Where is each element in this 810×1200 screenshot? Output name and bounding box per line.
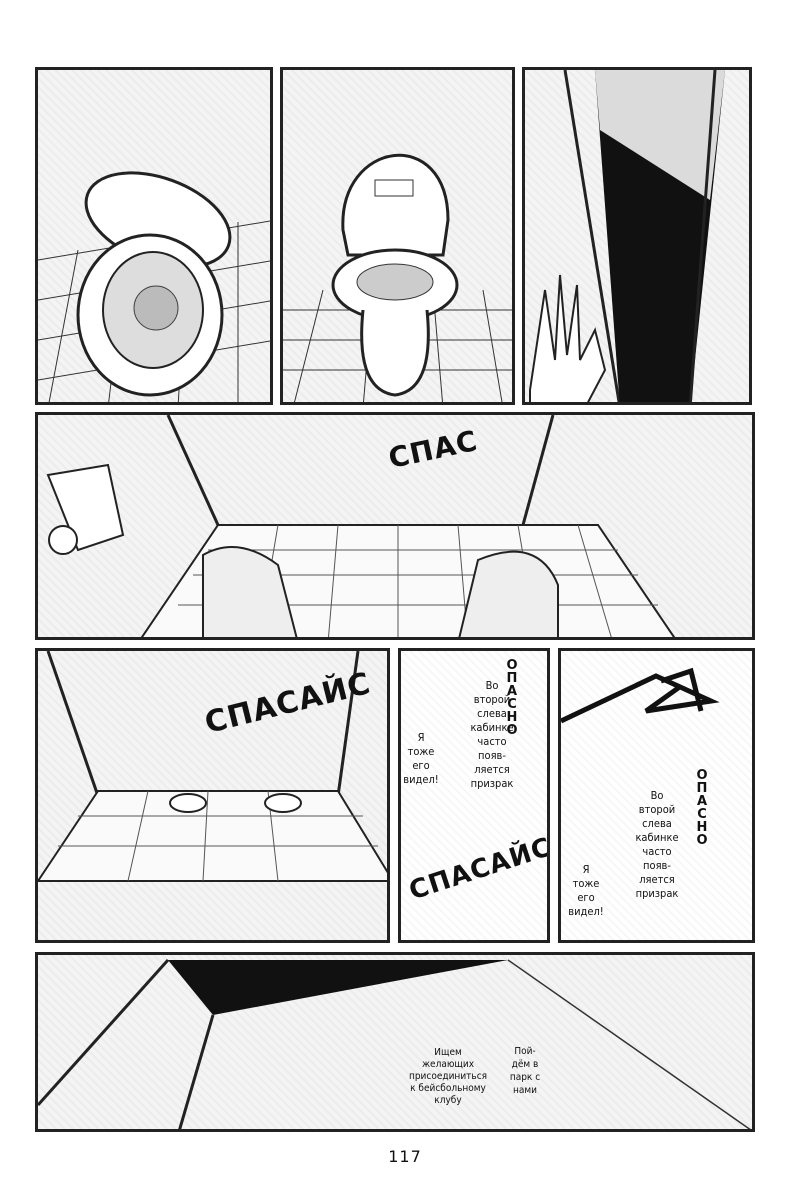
danger-vertical-text: ОПАСНО [506, 658, 518, 738]
panel-rumor-notes: Во второй слева кабинке часто появ- ляет… [398, 648, 550, 943]
panel-stall-feet: СПАСАЙС [35, 648, 390, 943]
stall-legs-art [46, 415, 676, 637]
panel-rumor-scribble: Во второй слева кабинке часто появ- ляет… [558, 648, 755, 943]
danger-vertical-text-2: ОПАСНО [696, 768, 708, 848]
wall-corner-art [38, 958, 751, 1129]
page-number: 117 [388, 1147, 422, 1166]
saw-ghost-note: Я тоже его видел! [403, 731, 439, 786]
sfx-help-full: СПАСАЙСЯ [405, 825, 550, 907]
toilet-front-art [283, 153, 512, 402]
ghost-rumor-note-2: Во второй слева кабинке часто появ- ляет… [635, 789, 679, 900]
panel-toilet-front [280, 67, 515, 405]
baseball-club-note: Ищем желающих присоединиться к бейсбольн… [408, 1047, 488, 1106]
door-hand-art [529, 70, 725, 402]
panel-wall-notes: Ищем желающих присоединиться к бейсбольн… [35, 952, 755, 1132]
toilet-angled-art [38, 171, 270, 402]
panel-toilet-angled [35, 67, 273, 405]
panel-door-hand [522, 67, 752, 405]
stall-feet-art [38, 651, 387, 882]
saw-ghost-note-2: Я тоже его видел! [568, 863, 604, 918]
ghost-rumor-note: Во второй слева кабинке часто появ- ляет… [470, 679, 514, 790]
scribble-art [561, 667, 720, 724]
panel-stall-legs: СПАС [35, 412, 755, 640]
park-note: Пой- дём в парк с нами [509, 1046, 541, 1096]
